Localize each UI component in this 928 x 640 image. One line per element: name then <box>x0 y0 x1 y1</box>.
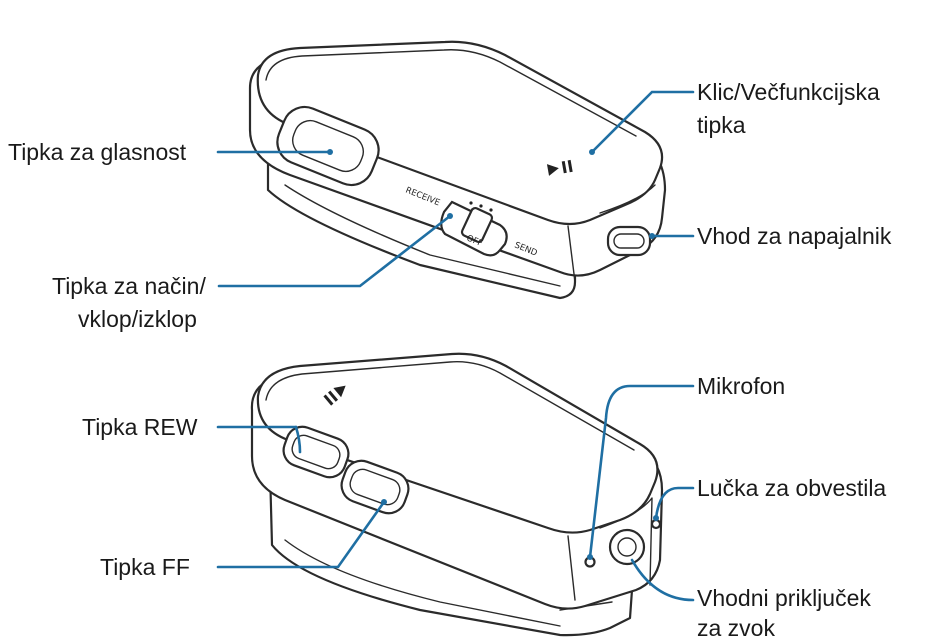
audio-jack <box>608 528 646 566</box>
bottom-device-end-face <box>567 497 653 601</box>
label-mode-key-line2: vklop/izklop <box>78 306 197 332</box>
label-microphone: Mikrofon <box>697 373 785 399</box>
bottom-play-pause-icon <box>323 385 346 406</box>
callout-lines <box>216 90 695 602</box>
top-device: RECEIVE SEND OFF <box>248 40 667 300</box>
callout-ff <box>216 500 386 569</box>
label-volume-key: Tipka za glasnost <box>8 139 187 165</box>
callout-audio-jack <box>630 558 695 602</box>
bottom-device-top-surface <box>256 352 659 534</box>
label-call-key-line1: Klic/Večfunkcijska <box>697 79 880 105</box>
label-indicator: Lučka za obvestila <box>697 475 886 501</box>
callout-mode-key <box>217 214 452 288</box>
label-rew-key: Tipka REW <box>82 414 198 440</box>
top-device-end-face <box>567 184 656 283</box>
ff-key <box>340 459 410 515</box>
label-ff-key: Tipka FF <box>100 554 190 580</box>
callout-microphone <box>588 384 695 559</box>
label-audio-jack-line1: Vhodni priključek <box>697 585 871 611</box>
labels: Tipka za glasnost Klic/Večfunkcijska tip… <box>8 79 892 640</box>
label-call-key-line2: tipka <box>697 112 746 138</box>
callout-call-key <box>590 90 695 154</box>
play-pause-icon <box>546 159 573 176</box>
callout-indicator <box>654 486 695 520</box>
indicator-light <box>650 518 662 530</box>
mode-switch: RECEIVE SEND OFF <box>404 186 539 259</box>
label-mode-key-line1: Tipka za način/ <box>52 273 206 299</box>
label-charger-port: Vhod za napajalnik <box>697 223 892 249</box>
volume-key <box>276 105 380 187</box>
label-audio-jack-line2: za zvok <box>697 615 775 640</box>
bottom-device <box>250 352 664 637</box>
